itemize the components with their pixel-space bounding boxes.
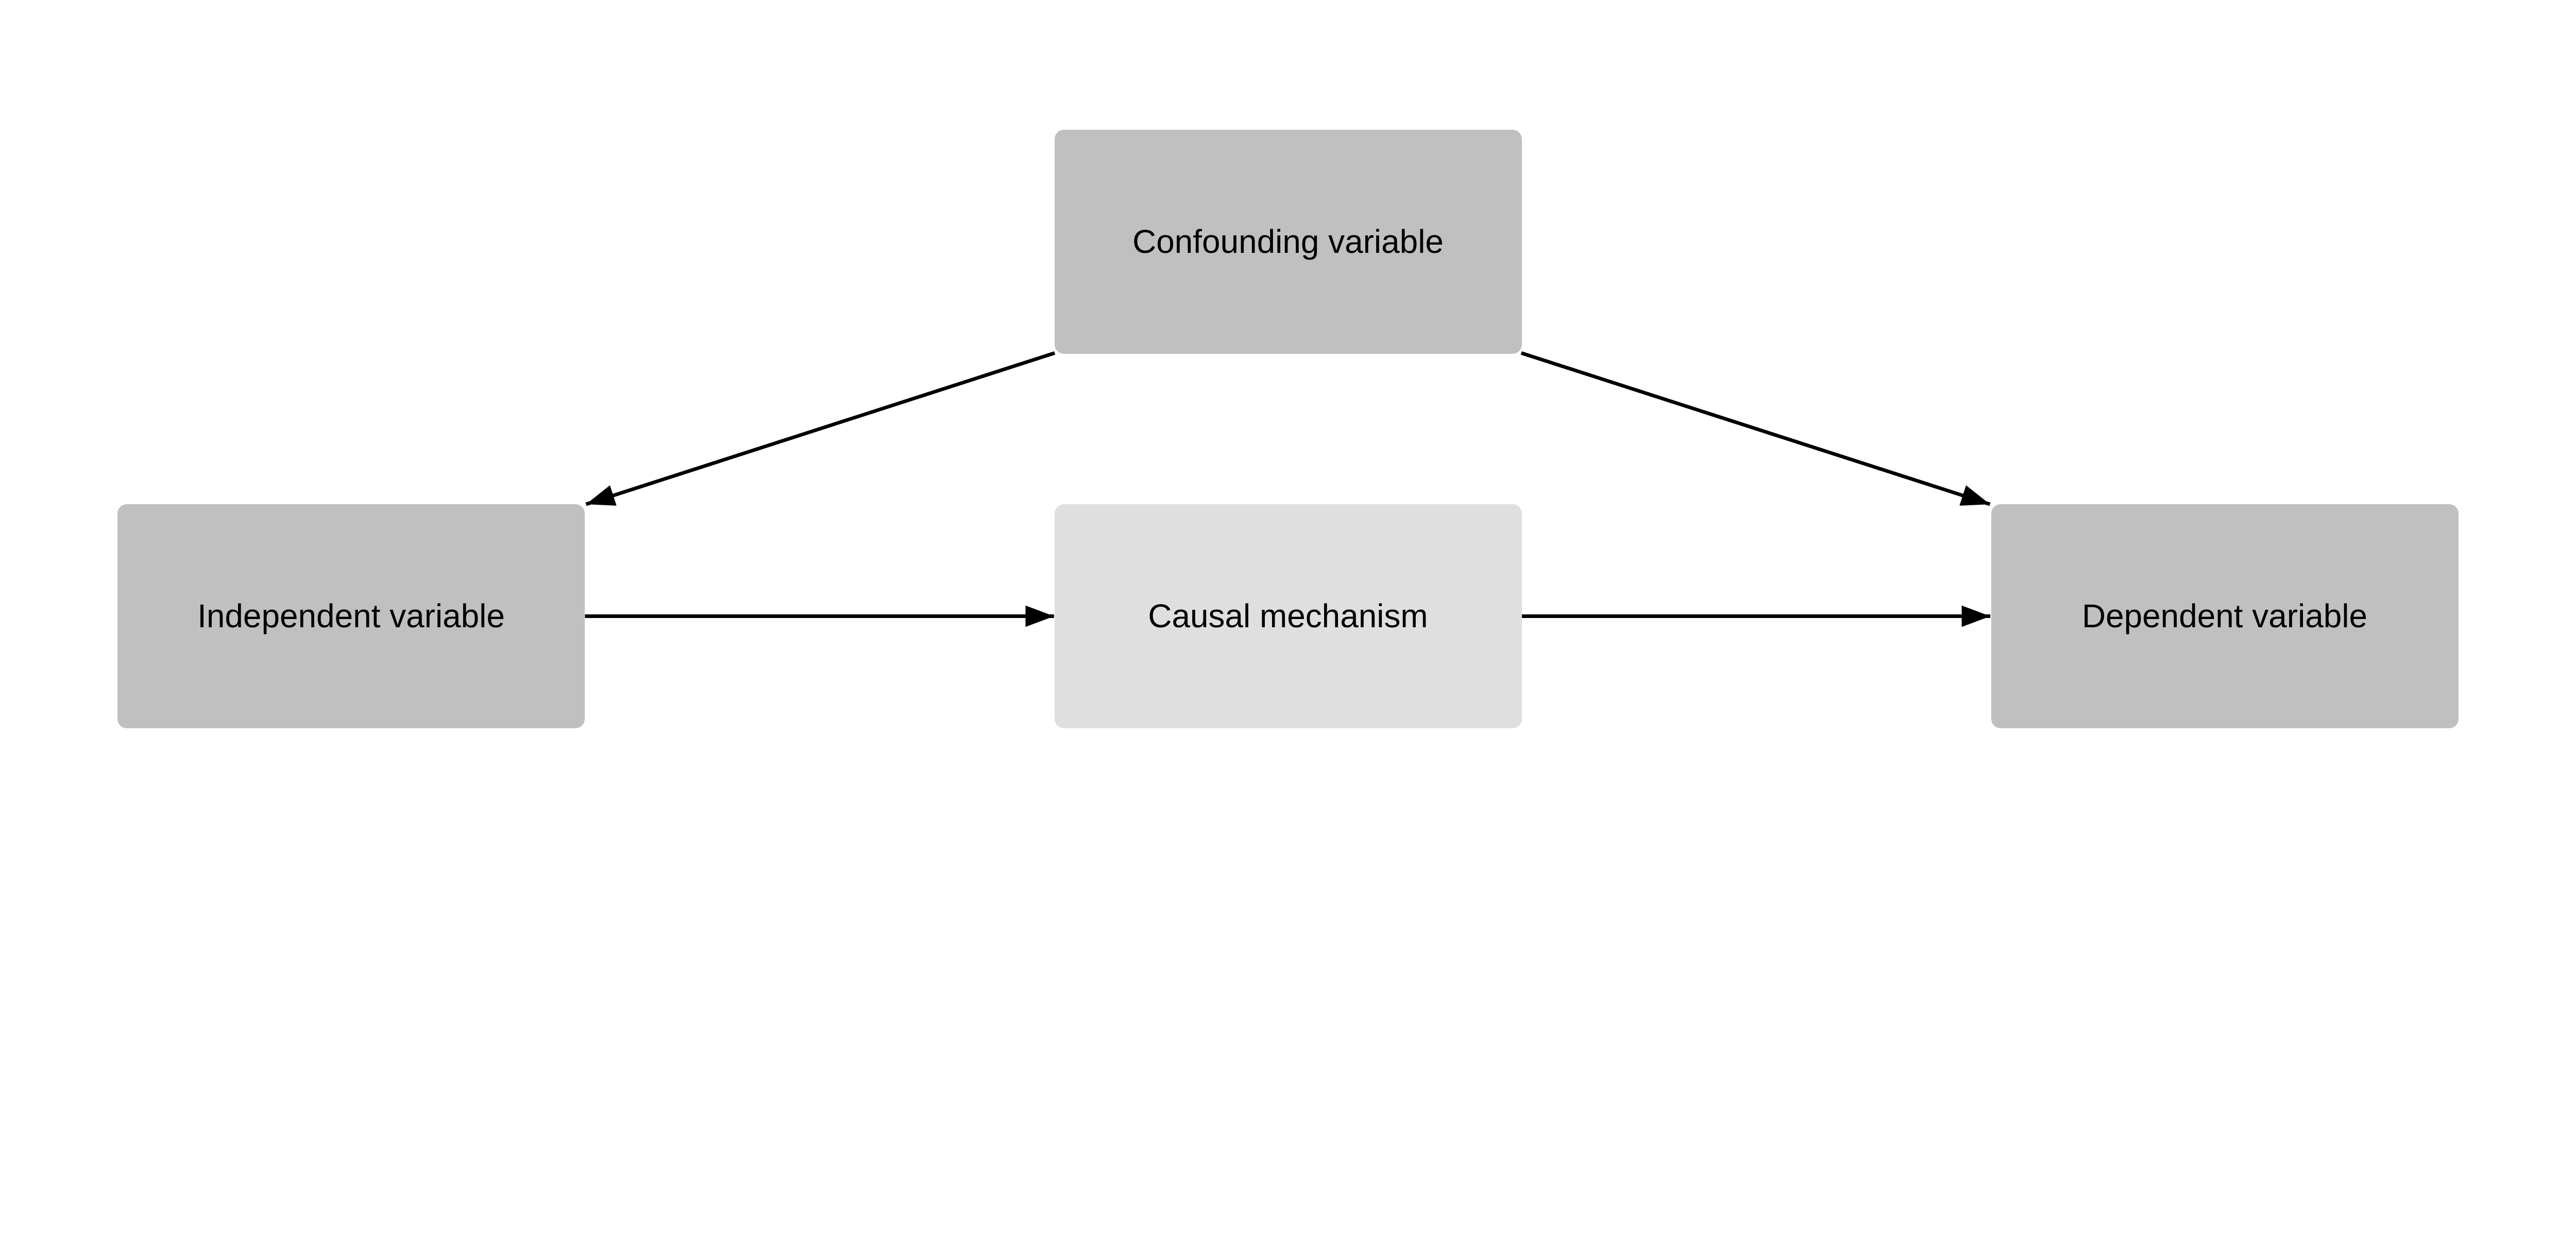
node-causal-mechanism: Causal mechanism <box>1054 504 1522 728</box>
node-label: Dependent variable <box>2081 597 2368 635</box>
edges-layer <box>585 351 1991 627</box>
arrow-confounding-to-dependent <box>1520 351 1991 506</box>
node-confounding-variable: Confounding variable <box>1054 130 1522 354</box>
node-independent-variable: Independent variable <box>117 504 585 728</box>
diagram-canvas: Confounding variable Independent variabl… <box>117 130 2459 728</box>
arrow-confounding-to-independent <box>585 351 1056 506</box>
node-label: Independent variable <box>197 597 505 635</box>
node-label: Causal mechanism <box>1148 597 1428 635</box>
node-dependent-variable: Dependent variable <box>1991 504 2459 728</box>
node-label: Confounding variable <box>1132 223 1444 261</box>
